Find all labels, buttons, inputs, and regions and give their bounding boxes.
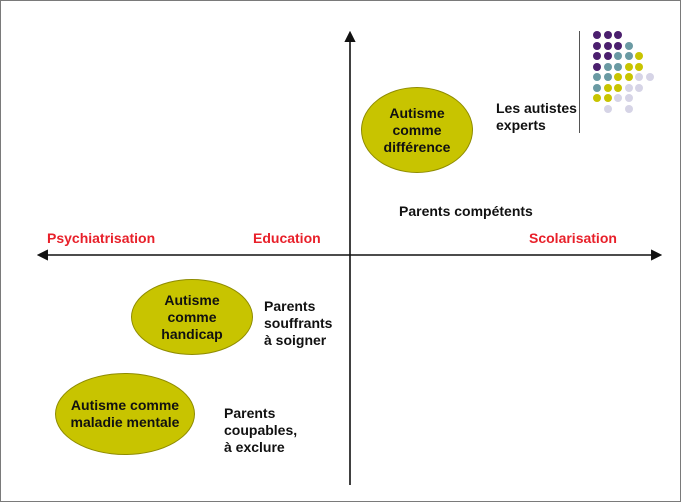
- label-autistes-experts: Les autistes experts: [496, 100, 577, 133]
- decorative-dot: [624, 62, 633, 71]
- ellipse-label: Autisme comme maladie mentale: [70, 397, 180, 430]
- decorative-dot: [614, 62, 622, 71]
- decorative-dot: [635, 62, 643, 71]
- decorative-dot: [614, 31, 622, 39]
- decorative-dot: [603, 52, 612, 60]
- decorative-dot: [593, 41, 601, 50]
- ellipse-autisme-difference: Autisme comme différence: [361, 87, 473, 173]
- decorative-dot: [614, 94, 622, 102]
- decorative-dot: [603, 73, 612, 81]
- decorative-dot: [603, 31, 612, 39]
- decorative-dot: [624, 94, 633, 102]
- decorative-dot: [593, 73, 601, 81]
- decorative-dot: [624, 83, 633, 92]
- decorative-dot: [614, 52, 622, 60]
- ellipse-autisme-maladie-mentale: Autisme comme maladie mentale: [55, 373, 195, 455]
- decorative-dot: [635, 73, 643, 81]
- ellipse-label: Autisme comme handicap: [161, 291, 223, 342]
- decorative-dot: [593, 52, 601, 60]
- decorative-dot: [593, 94, 601, 102]
- axis-label-psychiatrisation: Psychiatrisation: [47, 230, 156, 246]
- ellipse-label: Autisme comme différence: [383, 104, 451, 155]
- decorative-dot: [603, 83, 612, 92]
- decorative-dot: [635, 83, 643, 92]
- decorative-dot: [624, 73, 633, 81]
- decorative-dot: [614, 41, 622, 50]
- decorative-dot: [603, 41, 612, 50]
- label-parents-competents: Parents compétents: [399, 203, 533, 219]
- label-parents-souffrants: Parents souffrants à soigner: [264, 298, 333, 348]
- decorative-dot: [635, 52, 643, 60]
- decorative-vertical-line: [579, 31, 580, 133]
- decorative-dot: [624, 104, 633, 113]
- decorative-dot: [645, 73, 654, 81]
- decorative-dot: [614, 83, 622, 92]
- axis-label-scolarisation: Scolarisation: [529, 230, 617, 246]
- ellipse-autisme-handicap: Autisme comme handicap: [131, 279, 253, 355]
- decorative-dot: [614, 73, 622, 81]
- decorative-dot: [603, 62, 612, 71]
- decorative-dot: [603, 94, 612, 102]
- axis-label-education: Education: [253, 230, 321, 246]
- decorative-dot: [593, 31, 601, 39]
- decorative-dot: [593, 62, 601, 71]
- decorative-dot: [624, 41, 633, 50]
- decorative-dot: [624, 52, 633, 60]
- decorative-dot: [603, 104, 612, 113]
- decorative-dot: [593, 83, 601, 92]
- label-parents-coupables: Parents coupables, à exclure: [224, 405, 298, 455]
